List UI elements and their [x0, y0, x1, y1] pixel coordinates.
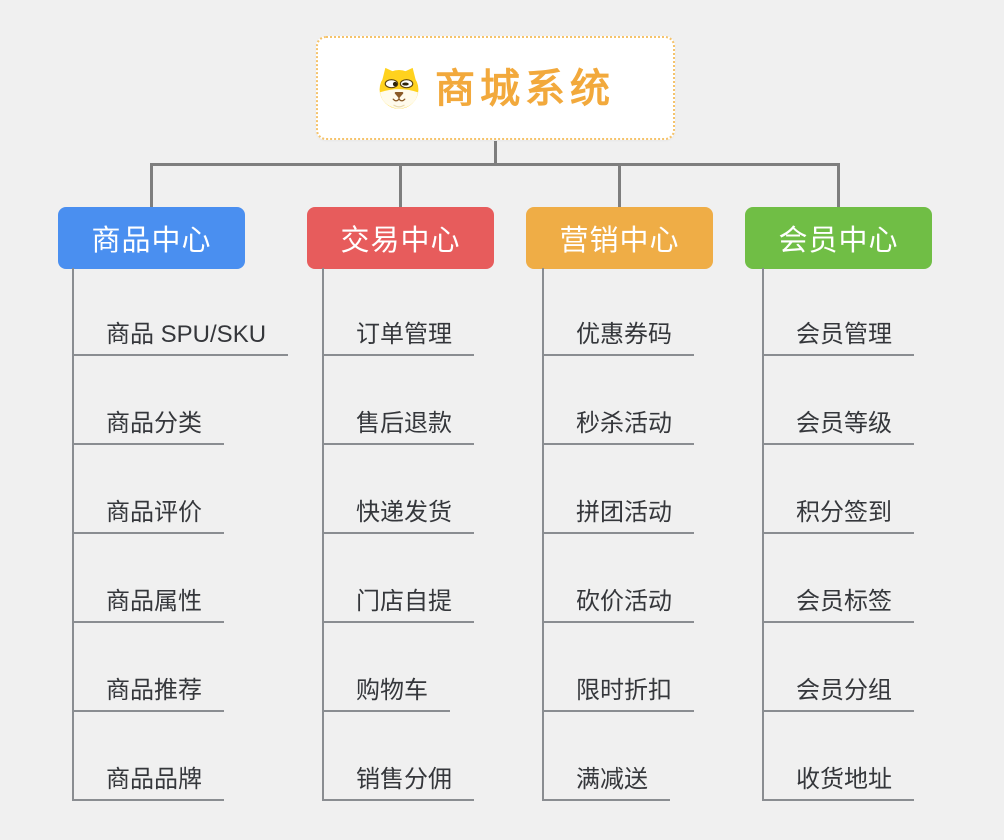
leaf-node[interactable]: 秒杀活动 [542, 401, 694, 445]
branch-node-members[interactable]: 会员中心 [745, 207, 932, 269]
leaf-node[interactable]: 会员标签 [762, 579, 914, 623]
root-node[interactable]: 商城系统 [316, 36, 675, 140]
branch-children-line [72, 268, 74, 801]
leaf-node[interactable]: 会员管理 [762, 312, 914, 356]
connector-path [150, 141, 840, 208]
leaf-node[interactable]: 会员分组 [762, 668, 914, 712]
branch-node-products[interactable]: 商品中心 [58, 207, 245, 269]
leaf-node[interactable]: 商品推荐 [72, 668, 224, 712]
leaf-node[interactable]: 砍价活动 [542, 579, 694, 623]
branch-node-trade[interactable]: 交易中心 [307, 207, 494, 269]
leaf-node[interactable]: 会员等级 [762, 401, 914, 445]
leaf-node[interactable]: 门店自提 [322, 579, 474, 623]
root-title: 商城系统 [435, 67, 615, 111]
leaf-node[interactable]: 销售分佣 [322, 757, 474, 801]
branch-children-line [762, 268, 764, 801]
leaf-node[interactable]: 购物车 [322, 668, 450, 712]
leaf-node[interactable]: 商品属性 [72, 579, 224, 623]
leaf-node[interactable]: 快递发货 [322, 490, 474, 534]
leaf-node[interactable]: 满减送 [542, 757, 670, 801]
leaf-node[interactable]: 订单管理 [322, 312, 474, 356]
leaf-node[interactable]: 商品评价 [72, 490, 224, 534]
leaf-node[interactable]: 积分签到 [762, 490, 914, 534]
leaf-node[interactable]: 优惠券码 [542, 312, 694, 356]
leaf-node[interactable]: 商品分类 [72, 401, 224, 445]
leaf-node[interactable]: 售后退款 [322, 401, 474, 445]
branch-children-line [322, 268, 324, 801]
leaf-node[interactable]: 限时折扣 [542, 668, 694, 712]
branch-node-marketing[interactable]: 营销中心 [526, 207, 713, 269]
dog-face-icon [376, 65, 422, 111]
leaf-node[interactable]: 商品 SPU/SKU [72, 312, 289, 356]
branch-children-line [542, 268, 544, 801]
leaf-node[interactable]: 收货地址 [762, 757, 914, 801]
leaf-node[interactable]: 商品品牌 [72, 757, 224, 801]
leaf-node[interactable]: 拼团活动 [542, 490, 694, 534]
